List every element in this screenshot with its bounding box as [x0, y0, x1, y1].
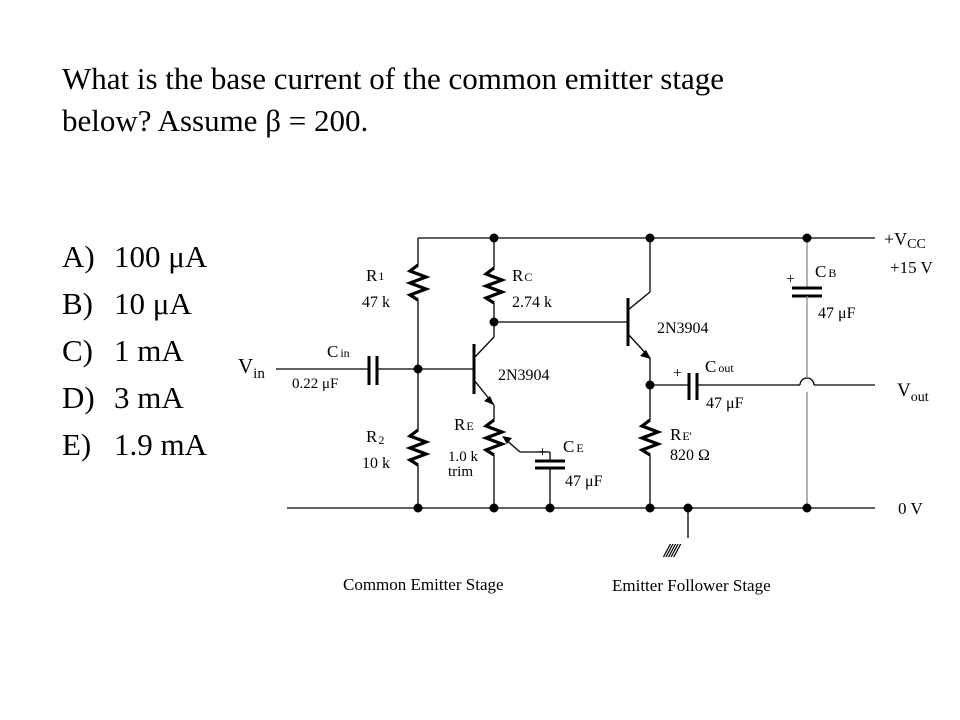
re-value: 1.0 k: [448, 449, 479, 465]
transistor-q1: [472, 322, 495, 406]
ce-value: 47 μF: [565, 473, 603, 490]
question-line-1: What is the base current of the common e…: [62, 61, 724, 96]
cin-value: 0.22 μF: [292, 376, 338, 392]
r2-label: R2: [366, 427, 384, 447]
q2-label: 2N3904: [657, 320, 709, 337]
capacitor-cb: [792, 238, 822, 508]
vout-label: Vout: [897, 380, 929, 405]
choice-c-letter: C): [62, 333, 93, 368]
caption-common-emitter: Common Emitter Stage: [343, 575, 504, 594]
capacitor-cout: [650, 373, 875, 400]
resistor-r1: [405, 238, 431, 430]
caption-emitter-follower: Emitter Follower Stage: [612, 576, 771, 595]
vcc-label: +VCC: [884, 229, 926, 252]
choice-e[interactable]: E) 1.9 mA: [62, 421, 207, 468]
ground-rail-label: 0 V: [898, 499, 923, 518]
choice-d-letter: D): [62, 380, 95, 415]
rc-value: 2.74 k: [512, 294, 552, 311]
ground-hatch: /////: [662, 540, 682, 562]
input-line: [276, 356, 474, 385]
r1-value: 47 k: [362, 294, 390, 311]
choice-e-letter: E): [62, 427, 92, 462]
resistor-re-trim: [481, 405, 551, 508]
cout-plus: +: [673, 365, 682, 382]
cout-value: 47 μF: [706, 395, 744, 412]
re-trim-note: trim: [448, 464, 473, 480]
re-prime-label: RE': [670, 425, 692, 444]
choice-b-letter: B): [62, 286, 93, 321]
choice-a-text: 100 μA: [114, 239, 208, 274]
choice-e-text: 1.9 mA: [114, 427, 207, 462]
capacitor-ce: [535, 459, 565, 508]
cb-value: 47 μF: [818, 305, 856, 322]
junction-dots: [413, 233, 812, 513]
r1-label: R1: [366, 266, 384, 285]
answer-choices: A) 100 μA B) 10 μA C) 1 mA D) 3 mA E) 1.9 mA: [62, 233, 207, 468]
vcc-value: +15 V: [890, 258, 934, 277]
question-text: What is the base current of the common e…: [62, 58, 922, 142]
re-prime-value: 820 Ω: [670, 447, 710, 464]
choice-c[interactable]: C) 1 mA: [62, 327, 207, 374]
choice-c-text: 1 mA: [114, 333, 184, 368]
choice-d[interactable]: D) 3 mA: [62, 374, 207, 421]
resistor-rc: [481, 238, 507, 322]
ce-plus: +: [538, 444, 547, 461]
choice-b[interactable]: B) 10 μA: [62, 280, 207, 327]
resistor-re-prime: [637, 418, 663, 508]
choice-b-text: 10 μA: [114, 286, 192, 321]
cb-plus: +: [786, 271, 795, 288]
choice-a-letter: A): [62, 239, 95, 274]
vin-label: Vin: [238, 354, 265, 382]
question-line-2: below? Assume β = 200.: [62, 103, 369, 138]
q1-label: 2N3904: [498, 367, 550, 384]
choice-d-text: 3 mA: [114, 380, 184, 415]
re-label: RE: [454, 415, 474, 434]
r2-value: 10 k: [362, 455, 390, 472]
choice-a[interactable]: A) 100 μA: [62, 233, 207, 280]
rc-label: RC: [512, 266, 532, 285]
resistor-r2: [405, 428, 431, 508]
transistor-q2: [626, 238, 651, 420]
